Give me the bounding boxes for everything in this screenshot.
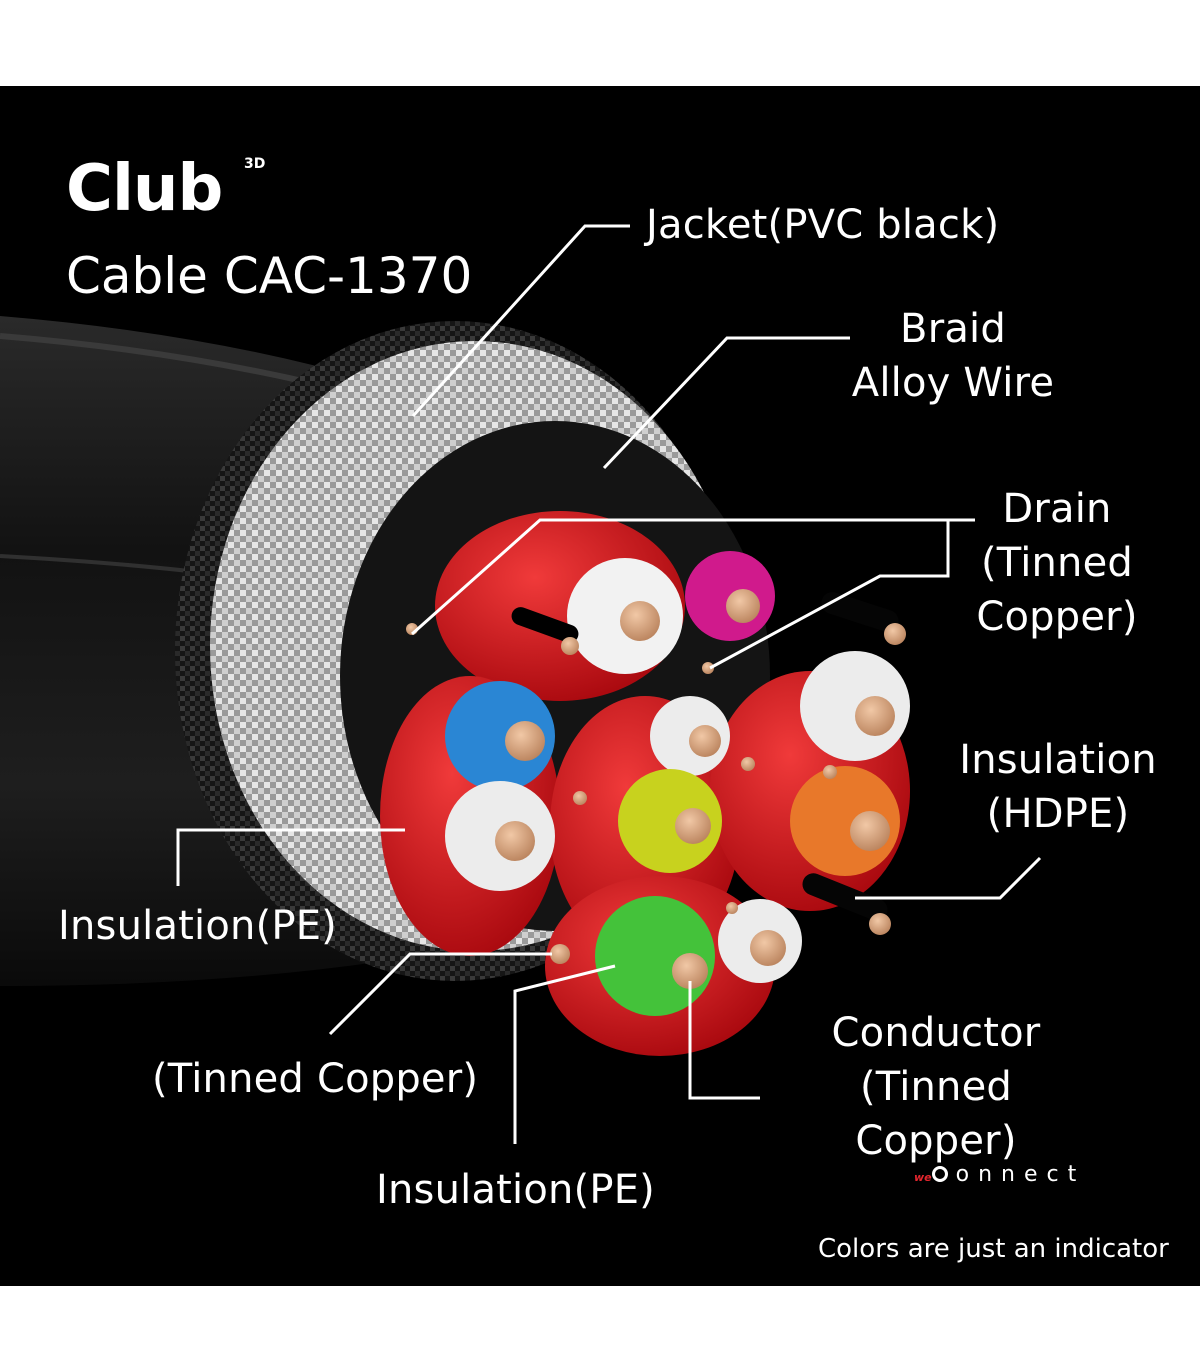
- label-conductor: Conductor (Tinned Copper): [831, 1010, 1041, 1164]
- weconnect-prefix: we: [914, 1171, 932, 1184]
- diagram-panel: Club 3D Cable CAC-1370 Jacket(PVC black)…: [0, 86, 1200, 1286]
- weconnect-logo: we onnect: [914, 1162, 1085, 1187]
- weconnect-word: onnect: [955, 1162, 1086, 1187]
- label-insulation-pe-bottom: Insulation(PE): [376, 1167, 655, 1213]
- club3d-logo: Club 3D: [66, 152, 265, 226]
- logo-superscript: 3D: [244, 156, 266, 172]
- label-jacket: Jacket(PVC black): [646, 202, 1000, 248]
- cable-cross-section-illustration: [0, 224, 1042, 1144]
- label-tinned-copper: (Tinned Copper): [152, 1056, 479, 1102]
- leader-lines: [176, 224, 1042, 1144]
- label-insulation-hdpe: Insulation (HDPE): [959, 737, 1157, 837]
- color-disclaimer: Colors are just an indicator: [818, 1234, 1169, 1264]
- copper-conductors: [495, 589, 895, 989]
- logo-wordmark: Club: [66, 152, 223, 226]
- label-braid: Braid Alloy Wire: [851, 306, 1055, 406]
- weconnect-c-mark: [931, 1166, 948, 1182]
- label-insulation-pe-left: Insulation(PE): [58, 903, 337, 949]
- product-title: Cable CAC-1370: [66, 247, 473, 305]
- label-drain: Drain (Tinned Copper): [976, 486, 1138, 640]
- drain-wires: [406, 592, 906, 964]
